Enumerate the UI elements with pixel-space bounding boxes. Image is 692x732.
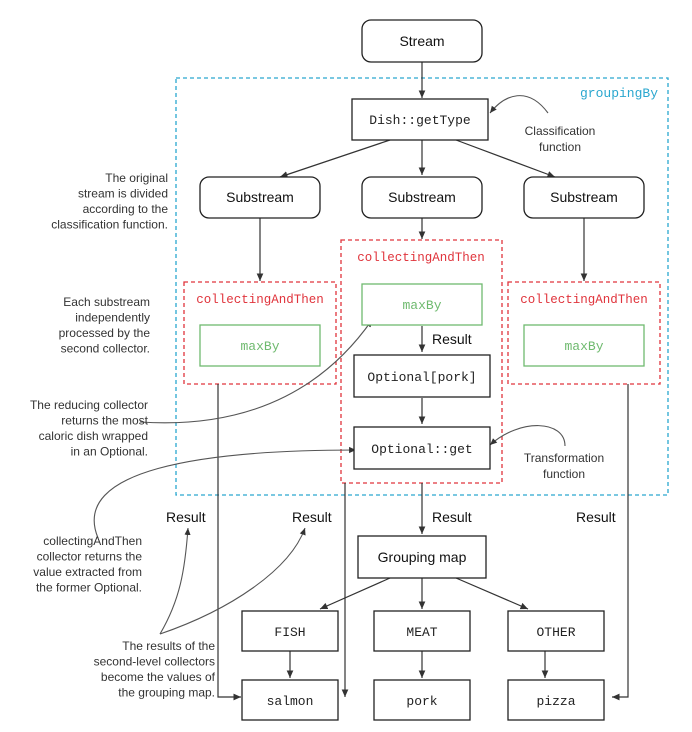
substream-mid-label: Substream [388,189,456,205]
substream-right-node: Substream [523,176,645,219]
transformation-note: Transformation function [524,451,604,481]
result-label-3: Result [432,509,472,525]
stream-label: Stream [399,33,444,49]
grouping-map-label: Grouping map [378,549,467,565]
note-line: The reducing collector [30,398,148,412]
note-line: in an Optional. [71,445,148,459]
pork-label: pork [406,694,437,709]
note-line: according to the [83,202,169,216]
substream-mid-node: Substream [361,176,483,219]
note-line: returns the most [61,414,148,428]
curve-transformation [489,425,566,447]
substream-left-node: Substream [199,176,321,219]
edge-map-fish [319,577,391,610]
substream-right-label: Substream [550,189,618,205]
note-line: Classification [525,124,596,138]
get-type-node: Dish::getType [351,98,489,141]
grouping-by-label: groupingBy [580,86,658,101]
edge-gettype-substream-right [455,139,556,178]
get-type-label: Dish::getType [369,113,470,128]
other-label: OTHER [536,625,575,640]
max-by-right-node: maxBy [523,324,645,367]
collecting-container-left [183,281,337,385]
collecting-label-right: collectingAndThen [520,293,648,307]
note-line: Transformation [524,451,604,465]
curve-collecting-returns [93,446,357,539]
collecting-label-left: collectingAndThen [196,293,324,307]
fish-node: FISH [241,610,339,652]
curve-results-1 [159,527,191,635]
edge-gettype-substream-left [279,139,391,178]
collecting-label-mid: collectingAndThen [357,251,485,265]
note-line: second collector. [61,342,150,356]
salmon-node: salmon [241,679,339,721]
grouping-map-node: Grouping map [357,535,487,579]
pizza-node: pizza [507,679,605,721]
note-line: second-level collectors [94,655,215,669]
note-line: stream is divided [78,187,168,201]
note-line: function [539,140,581,154]
note-line: classification function. [51,218,168,232]
pizza-label: pizza [536,694,575,709]
stream-node: Stream [361,19,483,63]
note-line: collectingAndThen [43,534,142,548]
optional-pork-label: Optional[pork] [367,370,476,385]
meat-node: MEAT [373,610,471,652]
note-line: The results of the [122,639,215,653]
note-line: Each substream [63,295,150,309]
optional-get-label: Optional::get [371,442,472,457]
edge-map-other [455,577,529,610]
result-label-inner: Result [432,331,472,347]
result-label-2: Result [292,509,332,525]
curve-reducing [139,319,373,424]
pork-node: pork [373,679,471,721]
edge-right-to-pizza [612,384,629,701]
collecting-container-right [507,281,661,385]
max-by-left-node: maxBy [199,324,321,367]
other-node: OTHER [507,610,605,652]
edge-left-to-salmon [217,384,241,701]
fish-label: FISH [274,625,305,640]
curve-results-2 [159,527,306,635]
note-line: independently [75,311,150,325]
max-by-right-label: maxBy [564,339,603,354]
meat-label: MEAT [406,625,437,640]
max-by-mid-node: maxBy [361,283,483,326]
classification-note: Classification function [525,124,596,154]
note-line: the grouping map. [118,686,215,700]
max-by-mid-label: maxBy [402,298,441,313]
results-values-note: The results of the second-level collector… [94,639,216,700]
note-line: The original [105,171,168,185]
note-line: value extracted from [33,565,142,579]
curve-classification [489,95,549,114]
optional-pork-node: Optional[pork] [353,354,491,398]
result-label-1: Result [166,509,206,525]
note-line: processed by the [59,326,151,340]
salmon-label: salmon [267,694,314,709]
max-by-left-label: maxBy [240,339,279,354]
note-line: function [543,467,585,481]
note-line: the former Optional. [36,581,142,595]
substream-left-label: Substream [226,189,294,205]
note-line: caloric dish wrapped [39,429,148,443]
note-line: collector returns the [37,550,143,564]
note-line: become the values of [101,670,216,684]
optional-get-node: Optional::get [353,426,491,470]
result-label-4: Result [576,509,616,525]
